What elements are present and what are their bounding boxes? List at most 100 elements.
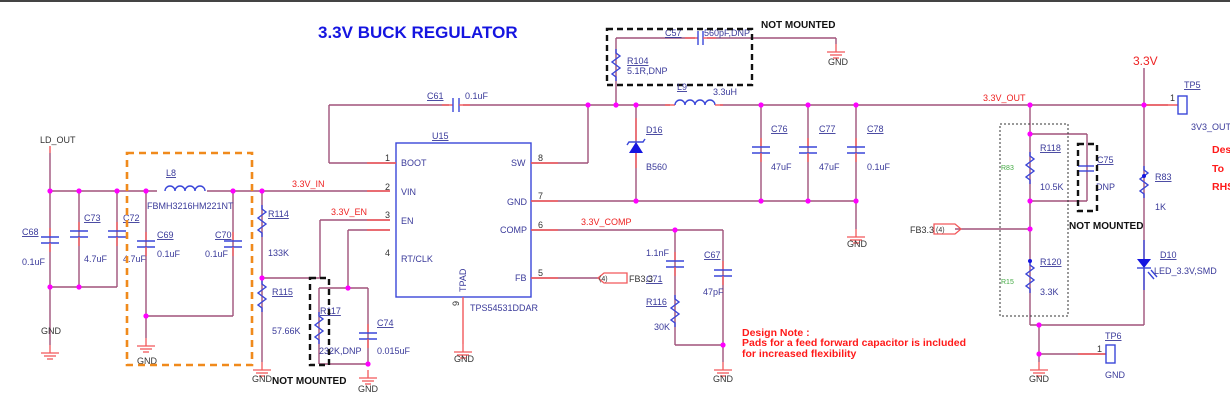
value-c78: 0.1uF	[867, 162, 891, 172]
dnp-outline-c75	[1076, 142, 1099, 213]
junction-dots	[47, 102, 1147, 367]
value-c69: 0.1uF	[157, 249, 181, 259]
pin-name-comp: COMP	[500, 225, 527, 235]
resistor-r104	[611, 48, 621, 82]
side-note-line3: RHS	[1212, 181, 1230, 193]
side-note-line2: To	[1212, 163, 1224, 175]
pin-name-gnd: GND	[507, 197, 528, 207]
sheet-ref: (4)	[599, 276, 608, 283]
pin-name-en: EN	[401, 216, 414, 226]
ref-r115: R115	[272, 287, 293, 297]
resistor-r116	[670, 294, 680, 328]
ref-c68: C68	[22, 227, 39, 237]
testpoint-tp5[interactable]	[1177, 95, 1188, 115]
value-c70: 0.1uF	[205, 249, 229, 259]
capacitor-c61	[442, 98, 470, 112]
net-label-3v3: 3.3V	[1133, 54, 1158, 68]
value-r114: 133K	[268, 248, 289, 258]
fb-port-label-right: FB3.3	[910, 225, 934, 235]
value-r83: 1K	[1155, 202, 1166, 212]
gnd-symbol	[358, 369, 378, 385]
dnp-outline-r117	[308, 276, 331, 367]
pin-number-tp6: 1	[1097, 344, 1102, 354]
ref-r116: R116	[646, 297, 667, 307]
ref-c74: C74	[377, 318, 394, 328]
pin-name-sw: SW	[511, 158, 526, 168]
value-c67: 47pF	[703, 287, 724, 297]
value-c71: 1.1nF	[646, 248, 670, 258]
ref-c76: C76	[771, 124, 788, 134]
value-c61: 0.1uF	[465, 91, 489, 101]
gnd-label: GND	[137, 356, 158, 366]
pin-name-tpad: TPAD	[458, 268, 468, 292]
ref-r120: R120	[1040, 257, 1062, 267]
value-r115: 57.66K	[272, 326, 301, 336]
fb-port-label-left: FB3.3	[629, 274, 653, 284]
ref-r117: R117	[320, 306, 341, 316]
not-mounted-label-snubber: NOT MOUNTED	[761, 20, 835, 31]
ref-r118: R118	[1040, 143, 1061, 153]
gnd-label: GND	[454, 354, 475, 364]
value-c75: DNP	[1096, 182, 1115, 192]
ref-c75: C75	[1097, 155, 1114, 165]
ref-c73: C73	[84, 213, 101, 223]
gnd-label: GND	[847, 239, 868, 249]
ref-d16: D16	[646, 125, 663, 135]
ref-c57: C57	[665, 28, 682, 38]
fb-offpage-connector-left[interactable]: (4)	[596, 272, 628, 284]
net-label-ld-out: LD_OUT	[40, 135, 76, 145]
testpoint-tp6[interactable]	[1105, 344, 1116, 364]
design-note-line1: Pads for a feed forward capacitor is inc…	[742, 337, 966, 349]
inductor-l9	[665, 99, 723, 108]
pin-number-3: 3	[385, 210, 390, 220]
label-tp6: GND	[1105, 370, 1126, 380]
ref-l8: L8	[166, 168, 176, 178]
gnd-symbol	[826, 43, 846, 59]
net-label-3v3-comp: 3.3V_COMP	[581, 217, 632, 227]
gnd-symbol	[40, 344, 60, 360]
design-note-line2: for increased flexibility	[742, 348, 857, 360]
fb-offpage-connector-right[interactable]: (4)	[933, 223, 963, 235]
ref-c69: C69	[157, 230, 174, 240]
pin-number-8: 8	[538, 153, 543, 163]
value-l8: FBMH3216HM221NT	[147, 201, 234, 211]
dnp-outline-snubber	[605, 27, 754, 87]
ferrite-filter-outline	[125, 151, 254, 367]
ref-tp6: TP6	[1105, 331, 1122, 341]
gnd-label: GND	[1029, 374, 1050, 384]
value-r116: 30K	[654, 322, 670, 332]
value-c74: 0.015uF	[377, 346, 411, 356]
window-top-border	[0, 0, 1230, 2]
side-note-line1: Des	[1212, 144, 1230, 156]
pin-name-vin: VIN	[401, 187, 416, 197]
net-label-3v3-in: 3.3V_IN	[292, 179, 325, 189]
value-d10: LED_3.3V,SMD	[1154, 266, 1217, 276]
value-c72: 4.7uF	[123, 254, 147, 264]
value-d16: B560	[646, 162, 667, 172]
resistor-r120	[1025, 260, 1035, 294]
resistor-r118	[1025, 151, 1035, 185]
value-r117: 232K,DNP	[319, 346, 362, 356]
resistor-r114	[257, 204, 267, 238]
pin-number-4: 4	[385, 248, 390, 258]
value-r118: 10.5K	[1040, 182, 1064, 192]
value-r120: 3.3K	[1040, 287, 1059, 297]
gnd-label: GND	[713, 374, 734, 384]
inductor-l8	[157, 185, 207, 194]
capacitor-c57	[685, 31, 716, 45]
pin-name-boot: BOOT	[401, 158, 427, 168]
ref-c67: C67	[704, 250, 721, 260]
resistor-r83	[1139, 165, 1149, 199]
label-tp5: 3V3_OUT	[1191, 122, 1230, 132]
resistor-r115	[257, 279, 267, 313]
ic-part-number: TPS54531DDAR	[470, 303, 539, 313]
ref-c78: C78	[867, 124, 884, 134]
pin-number-9: 9	[451, 301, 461, 306]
alt-ref-r15: R15	[1001, 279, 1014, 286]
pin-number-5: 5	[538, 268, 543, 278]
ref-tp5: TP5	[1184, 80, 1201, 90]
pin-number-tp5: 1	[1170, 93, 1175, 103]
page-title: 3.3V BUCK REGULATOR	[318, 23, 518, 42]
ref-r114: R114	[268, 209, 289, 219]
